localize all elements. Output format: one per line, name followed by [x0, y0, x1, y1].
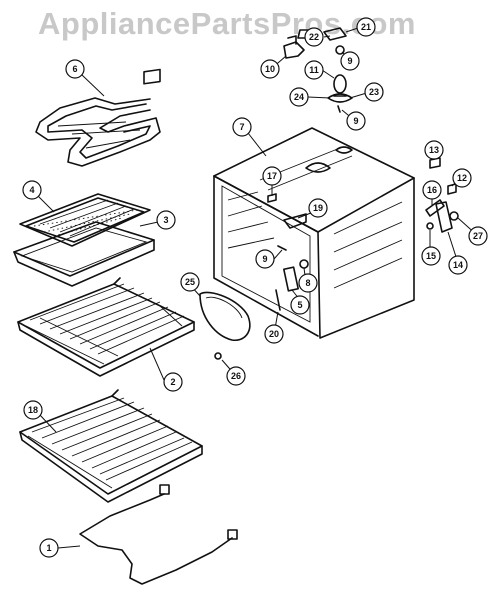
- callout-10: 10: [260, 59, 280, 79]
- svg-text:21: 21: [361, 22, 371, 32]
- callout-9-socket-bottom: 9: [346, 111, 366, 131]
- svg-text:6: 6: [72, 64, 77, 74]
- light-lens: [199, 291, 251, 341]
- callout-9-cavity: 9: [255, 249, 275, 269]
- callout-6: 6: [65, 59, 85, 79]
- callout-12: 12: [452, 168, 472, 188]
- svg-text:9: 9: [262, 254, 267, 264]
- svg-text:5: 5: [297, 300, 302, 310]
- svg-text:8: 8: [305, 278, 310, 288]
- bake-element: [79, 484, 238, 585]
- svg-text:3: 3: [163, 215, 168, 225]
- callout-1: 1: [39, 538, 59, 558]
- callout-24: 24: [289, 87, 309, 107]
- oven-cavity: [213, 127, 415, 339]
- svg-text:2: 2: [170, 377, 175, 387]
- callout-15: 15: [421, 246, 441, 266]
- callout-8: 8: [298, 273, 318, 293]
- oven-rack-lower: [19, 389, 203, 503]
- callout-3: 3: [156, 210, 176, 230]
- svg-text:24: 24: [294, 92, 304, 102]
- callout-16: 16: [422, 180, 442, 200]
- svg-text:18: 18: [28, 405, 38, 415]
- broiler-pan-insert: [19, 193, 151, 247]
- callout-13: 13: [424, 140, 444, 160]
- broil-element: [35, 68, 161, 167]
- callout-27: 27: [468, 226, 488, 246]
- svg-text:27: 27: [473, 231, 483, 241]
- svg-text:19: 19: [313, 203, 323, 213]
- svg-text:17: 17: [267, 171, 277, 181]
- watermark: AppliancePartsPros.com: [38, 6, 416, 41]
- callout-21: 21: [356, 17, 376, 37]
- callout-20: 20: [264, 324, 284, 344]
- callout-23: 23: [364, 82, 384, 102]
- svg-text:15: 15: [426, 251, 436, 261]
- svg-text:25: 25: [185, 277, 195, 287]
- callout-4: 4: [22, 180, 42, 200]
- svg-text:9: 9: [353, 116, 358, 126]
- svg-text:4: 4: [29, 185, 34, 195]
- svg-text:14: 14: [453, 260, 463, 270]
- callout-19: 19: [308, 198, 328, 218]
- svg-text:12: 12: [457, 173, 467, 183]
- svg-text:16: 16: [427, 185, 437, 195]
- callout-26: 26: [226, 366, 246, 386]
- svg-text:23: 23: [369, 87, 379, 97]
- callout-11: 11: [304, 60, 324, 80]
- callout-2: 2: [163, 372, 183, 392]
- callout-17: 17: [262, 166, 282, 186]
- svg-text:22: 22: [309, 32, 319, 42]
- broiler-pan: [13, 221, 155, 287]
- callout-25: 25: [180, 272, 200, 292]
- svg-text:7: 7: [239, 122, 244, 132]
- svg-text:11: 11: [309, 65, 319, 75]
- svg-text:26: 26: [231, 371, 241, 381]
- callout-18: 18: [23, 400, 43, 420]
- svg-text:1: 1: [46, 543, 51, 553]
- callout-22: 22: [304, 27, 324, 47]
- svg-text:10: 10: [265, 64, 275, 74]
- svg-text:9: 9: [347, 56, 352, 66]
- callout-9-socket-top: 9: [340, 51, 360, 71]
- callout-14: 14: [448, 255, 468, 275]
- callout-5: 5: [290, 295, 310, 315]
- oven-rack: [17, 277, 195, 377]
- svg-text:20: 20: [269, 329, 279, 339]
- callouts: 1 2 3 4 5 6 7 8 9 9 9 10 11 12 13 14 15 …: [22, 17, 488, 558]
- callout-7: 7: [232, 117, 252, 137]
- svg-text:13: 13: [429, 145, 439, 155]
